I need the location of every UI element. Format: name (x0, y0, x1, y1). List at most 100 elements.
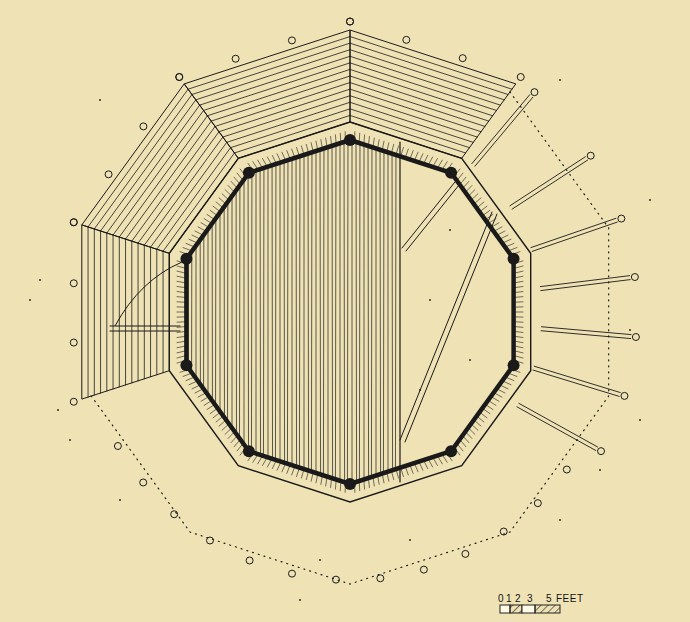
scale-number: 3 (527, 593, 533, 604)
sketch-line (517, 407, 596, 451)
sketch-line (110, 330, 180, 331)
sketch-line (475, 97, 533, 166)
sketch-line (350, 102, 473, 142)
post-circle (420, 566, 427, 573)
sketch-dot (599, 469, 601, 471)
sketch-line (350, 89, 481, 132)
sketch-line (138, 132, 219, 243)
sketch-line (232, 130, 233, 495)
sketch-dot (469, 359, 471, 361)
sketch-dot (559, 519, 561, 521)
sketch-line (406, 185, 459, 251)
sketch-dot (409, 539, 411, 541)
post-dot (344, 478, 356, 490)
post-circle (563, 466, 570, 473)
sketch-line (132, 126, 215, 241)
sketch-line (395, 130, 397, 495)
sketch-line (163, 153, 234, 251)
sketch-line (191, 130, 193, 495)
sketch-line (236, 130, 238, 495)
sketch-line (207, 69, 350, 115)
post-dot (243, 167, 255, 179)
sketch-line (533, 370, 619, 396)
roof-sector (82, 84, 239, 253)
sketch-line (402, 182, 455, 248)
sketch-line (510, 157, 585, 206)
sketch-dot (57, 409, 59, 411)
sketch-line (359, 130, 361, 495)
roof-sector (82, 225, 170, 399)
sketch-line (383, 130, 385, 495)
post-circle (377, 575, 384, 582)
sketch-line (541, 331, 631, 339)
sketch-line (219, 89, 350, 132)
sketch-line (203, 130, 205, 495)
post-circle (70, 219, 77, 226)
sketch-line (405, 214, 497, 442)
post-circle (347, 18, 354, 25)
post-circle (70, 219, 77, 226)
sketch-line (204, 63, 350, 111)
post-circle (70, 339, 77, 346)
sketch-line (113, 110, 204, 235)
sketch-line (304, 130, 305, 495)
post-circle (347, 18, 354, 25)
post-circle (618, 215, 625, 222)
sketch-line (131, 241, 132, 383)
sketch-line (328, 130, 329, 495)
sketch-line (192, 43, 350, 94)
post-circle (631, 274, 638, 281)
sketch-line (200, 130, 202, 495)
sketch-line (287, 130, 289, 495)
roof-sector (350, 30, 516, 158)
sketch-line (248, 130, 250, 495)
post-circle (598, 448, 605, 455)
sketch-line (107, 105, 200, 233)
sketch-line (371, 130, 373, 495)
sketch-dot (39, 279, 41, 281)
sketch-line (350, 37, 512, 90)
sketch-dot (29, 299, 31, 301)
sketch-line (272, 130, 274, 495)
sketch-line (119, 237, 120, 387)
sketch-line (350, 96, 477, 137)
sketch-line (350, 56, 500, 105)
scale-unit: FEET (556, 593, 584, 604)
sketch-line (399, 142, 400, 482)
scale-bar (500, 605, 560, 613)
sketch-dot (429, 299, 431, 301)
sketch-dot (559, 79, 561, 81)
wall-inner (186, 140, 513, 484)
post-circle (403, 36, 410, 43)
post-dot (508, 359, 520, 371)
post-dot (508, 253, 520, 265)
sketch-dot (119, 499, 121, 501)
sketch-line (311, 130, 313, 495)
sketch-line (392, 130, 394, 495)
sketch-line (101, 100, 196, 231)
scale-number: 5 (546, 593, 552, 604)
sketch-line (352, 130, 353, 495)
sketch-line (296, 130, 298, 495)
wall-outer (169, 122, 530, 502)
sketch-line (150, 247, 151, 377)
sketch-line (212, 130, 214, 495)
sketch-line (532, 222, 617, 251)
post-circle (105, 171, 112, 178)
sketch-line (113, 235, 114, 389)
sketch-line (125, 239, 126, 385)
sketch-line (224, 130, 226, 495)
sketch-line (350, 43, 508, 94)
post-circle (459, 55, 466, 62)
sketch-dot (299, 599, 301, 601)
sketch-dot (419, 389, 421, 391)
roof-sector (184, 30, 350, 158)
sketch-line (388, 130, 389, 495)
sketch-line (368, 130, 370, 495)
sketch-line (350, 76, 489, 121)
post-dot (180, 359, 192, 371)
post-circle (232, 55, 239, 62)
post-ring (91, 92, 608, 584)
sketch-line (94, 94, 192, 228)
